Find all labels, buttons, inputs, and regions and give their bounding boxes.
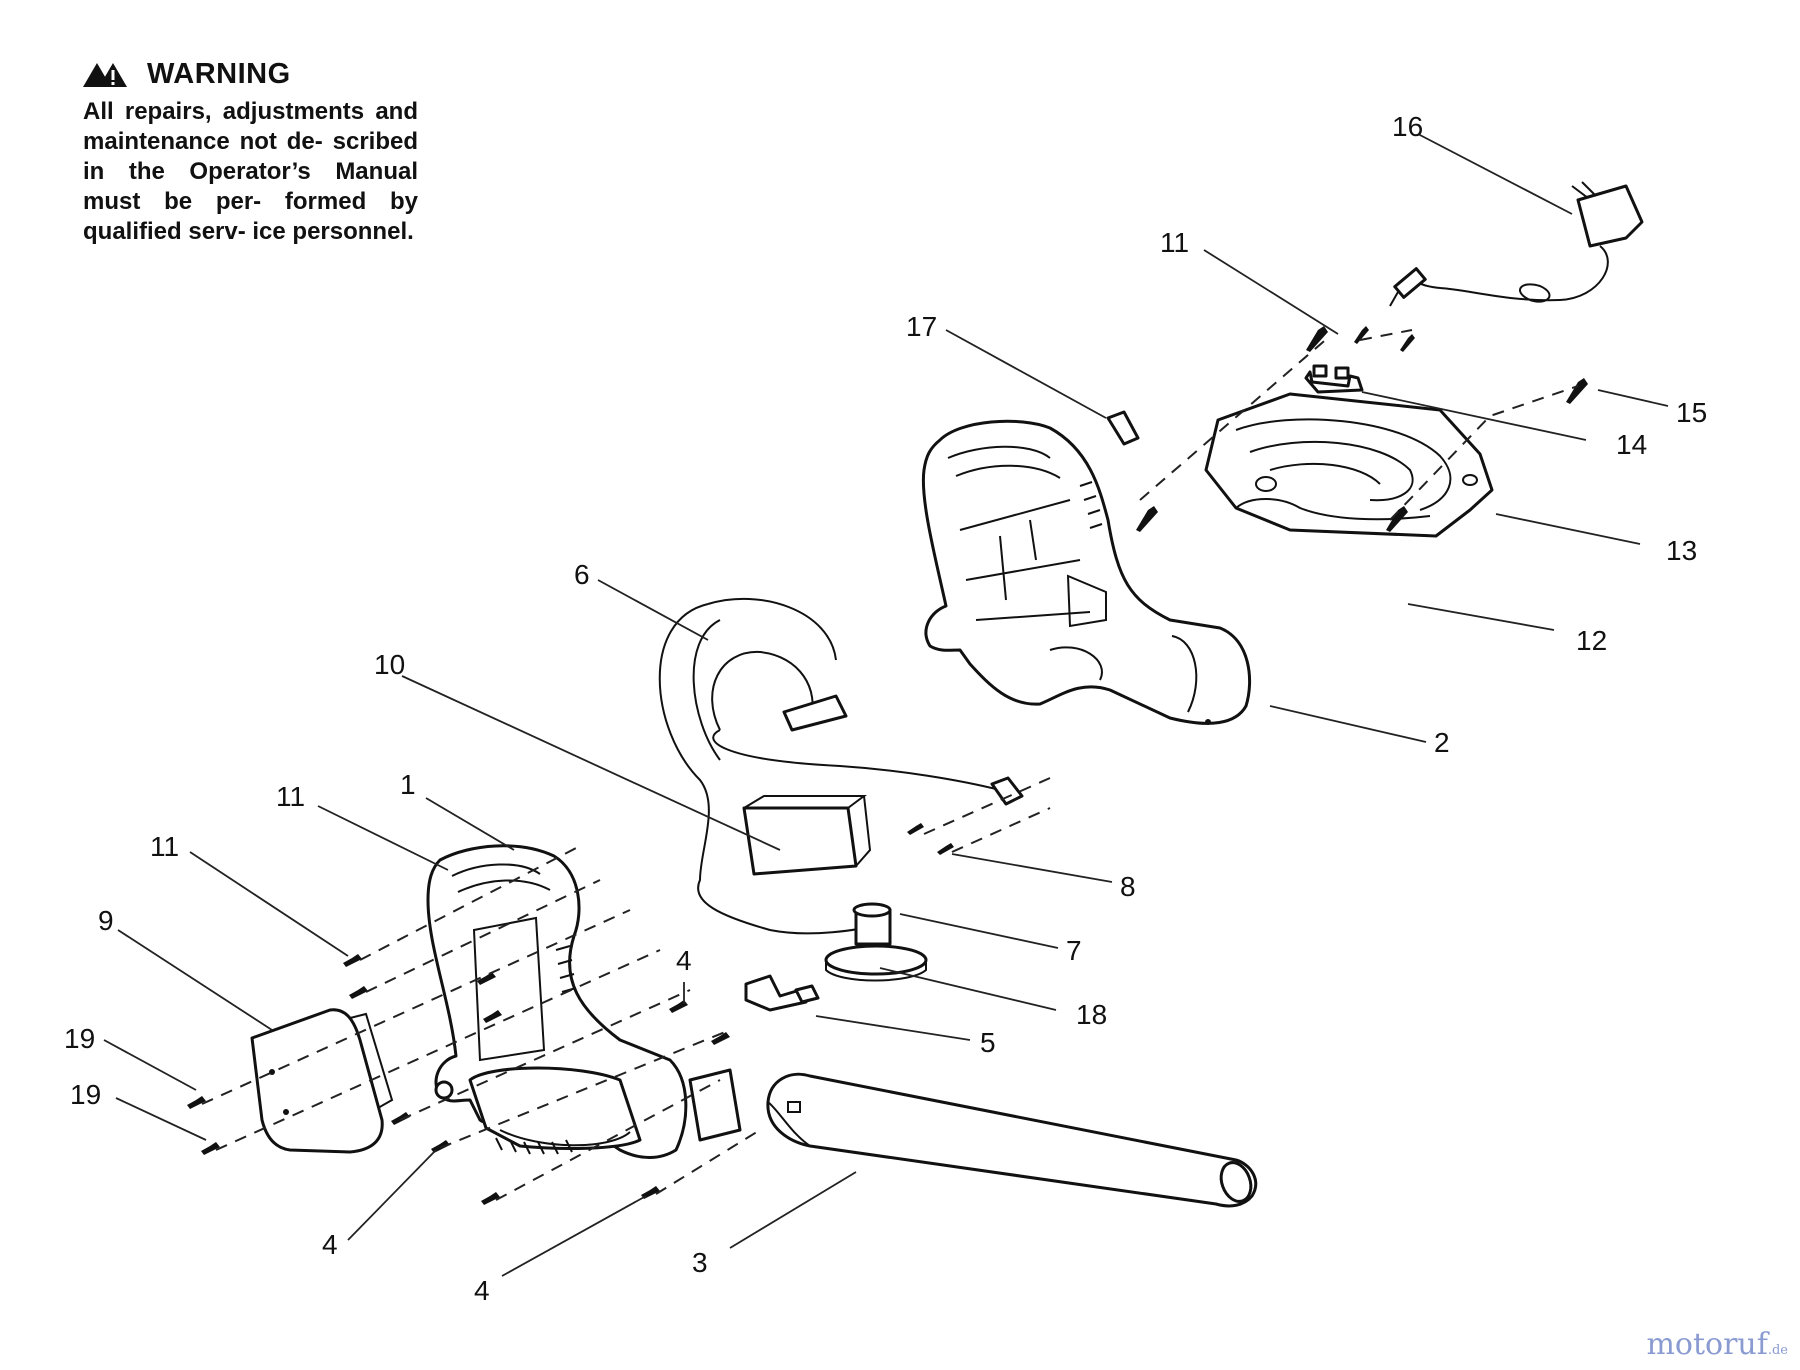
warning-heading-text: WARNING bbox=[147, 58, 291, 90]
part-label-6: 6 bbox=[574, 559, 590, 590]
part-label-15: 15 bbox=[1676, 397, 1707, 428]
part-label-11-left: 11 bbox=[150, 831, 179, 862]
switch-illustration bbox=[1106, 410, 1140, 446]
watermark-name: motoruf bbox=[1646, 1327, 1768, 1362]
part-label-4-clamp: 4 bbox=[676, 945, 692, 976]
part-label-14: 14 bbox=[1616, 429, 1647, 460]
screws-8 bbox=[907, 823, 954, 855]
rear-cover-illustration bbox=[1204, 392, 1494, 538]
part-label-3: 3 bbox=[692, 1247, 708, 1278]
leader-lines bbox=[103, 133, 1669, 1277]
right-housing-illustration bbox=[921, 419, 1252, 725]
warning-box: WARNING All repairs, adjustments and mai… bbox=[83, 58, 418, 247]
assembly-lines bbox=[201, 329, 1579, 1201]
battery-cover-illustration bbox=[250, 1008, 394, 1154]
warning-heading: WARNING bbox=[83, 58, 418, 91]
part-label-18: 18 bbox=[1076, 999, 1107, 1030]
part-label-16: 16 bbox=[1392, 111, 1423, 142]
clip-and-clamp-illustration bbox=[744, 974, 820, 1012]
part-labels: 16 11 17 15 14 13 12 6 2 10 1 11 11 8 9 … bbox=[64, 111, 1707, 1306]
part-label-11-mid: 11 bbox=[276, 781, 305, 812]
part-label-1: 1 bbox=[400, 769, 416, 800]
part-label-11-top: 11 bbox=[1160, 227, 1189, 258]
wiring-battery-motor-illustration bbox=[658, 597, 1024, 982]
part-label-8: 8 bbox=[1120, 871, 1136, 902]
part-label-4-left: 4 bbox=[322, 1229, 338, 1260]
warning-triangle-icon bbox=[83, 62, 127, 87]
part-label-9: 9 bbox=[98, 905, 114, 936]
warning-text: All repairs, adjustments and maintenance… bbox=[83, 98, 418, 245]
part-label-19-top: 19 bbox=[64, 1023, 95, 1054]
part-label-2: 2 bbox=[1434, 727, 1450, 758]
part-label-12: 12 bbox=[1576, 625, 1607, 656]
part-label-19-bottom: 19 bbox=[70, 1079, 101, 1110]
part-label-17: 17 bbox=[906, 311, 937, 342]
clip-and-screws-rear bbox=[1136, 326, 1588, 532]
part-label-7: 7 bbox=[1066, 935, 1082, 966]
left-housing-illustration bbox=[426, 844, 742, 1159]
part-label-5: 5 bbox=[980, 1027, 996, 1058]
part-label-10: 10 bbox=[374, 649, 405, 680]
watermark: motoruf.de bbox=[1646, 1327, 1788, 1362]
watermark-tld: .de bbox=[1767, 1343, 1788, 1358]
charger-illustration bbox=[1389, 181, 1644, 307]
part-label-13: 13 bbox=[1666, 535, 1697, 566]
part-label-4-bottom: 4 bbox=[474, 1275, 490, 1306]
blower-tube-illustration bbox=[766, 1072, 1258, 1208]
